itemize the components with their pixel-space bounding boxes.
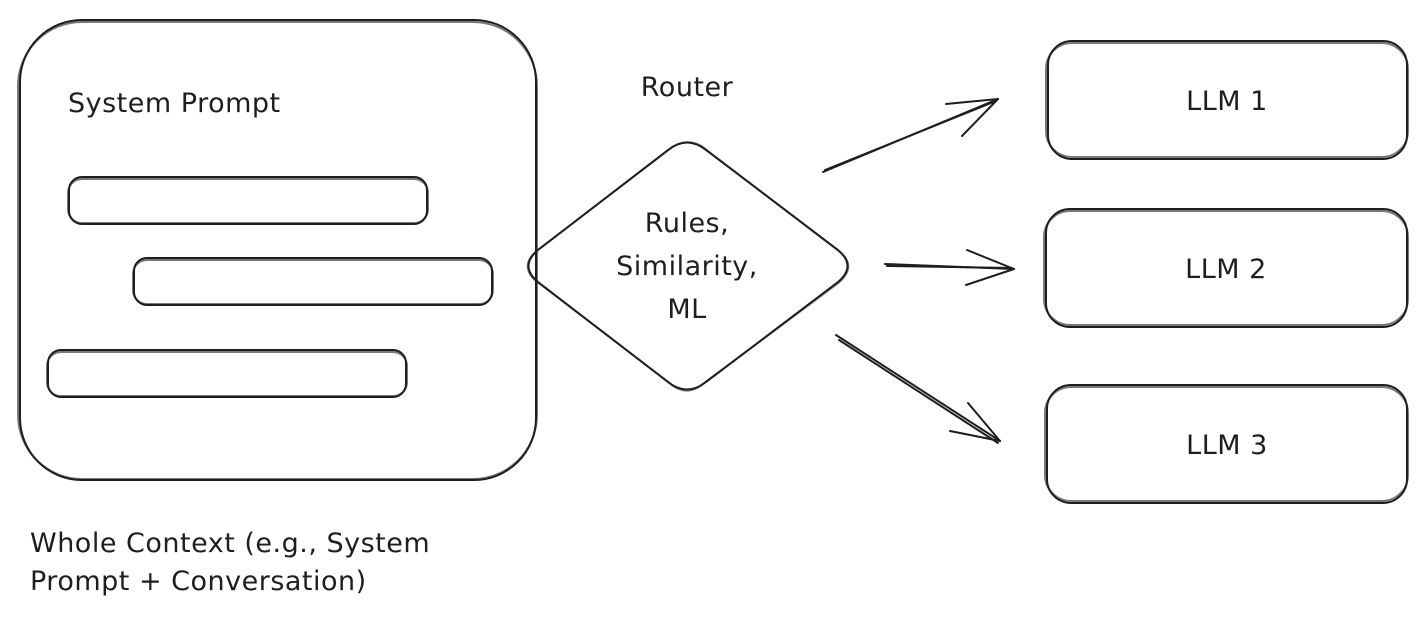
router-label-line-1: Rules, [645, 208, 729, 239]
llm-2-label: LLM 2 [1185, 254, 1267, 285]
arrow-to-llm-1 [822, 98, 999, 173]
llm-1-label: LLM 1 [1186, 86, 1268, 117]
system-prompt-title: System Prompt [68, 88, 281, 119]
llm-3-label: LLM 3 [1186, 430, 1268, 461]
llm-box-3: LLM 3 [1044, 384, 1409, 504]
router-title: Router [641, 72, 734, 103]
llm-box-2: LLM 2 [1043, 208, 1409, 328]
context-caption-line-2: Prompt + Conversation) [30, 566, 367, 597]
context-box: System Prompt [17, 19, 538, 481]
prompt-line-bar-2 [132, 257, 494, 306]
router-label-line-3: ML [667, 294, 706, 325]
llm-box-1: LLM 1 [1045, 40, 1409, 160]
prompt-line-bar-1 [67, 176, 429, 225]
arrow-to-llm-2 [884, 249, 1015, 286]
router-diamond [526, 141, 850, 392]
prompt-line-bar-3 [46, 349, 408, 398]
router-label-line-2: Similarity, [616, 251, 758, 282]
context-caption-line-1: Whole Context (e.g., System [30, 528, 430, 559]
arrow-to-llm-3 [835, 334, 1001, 444]
